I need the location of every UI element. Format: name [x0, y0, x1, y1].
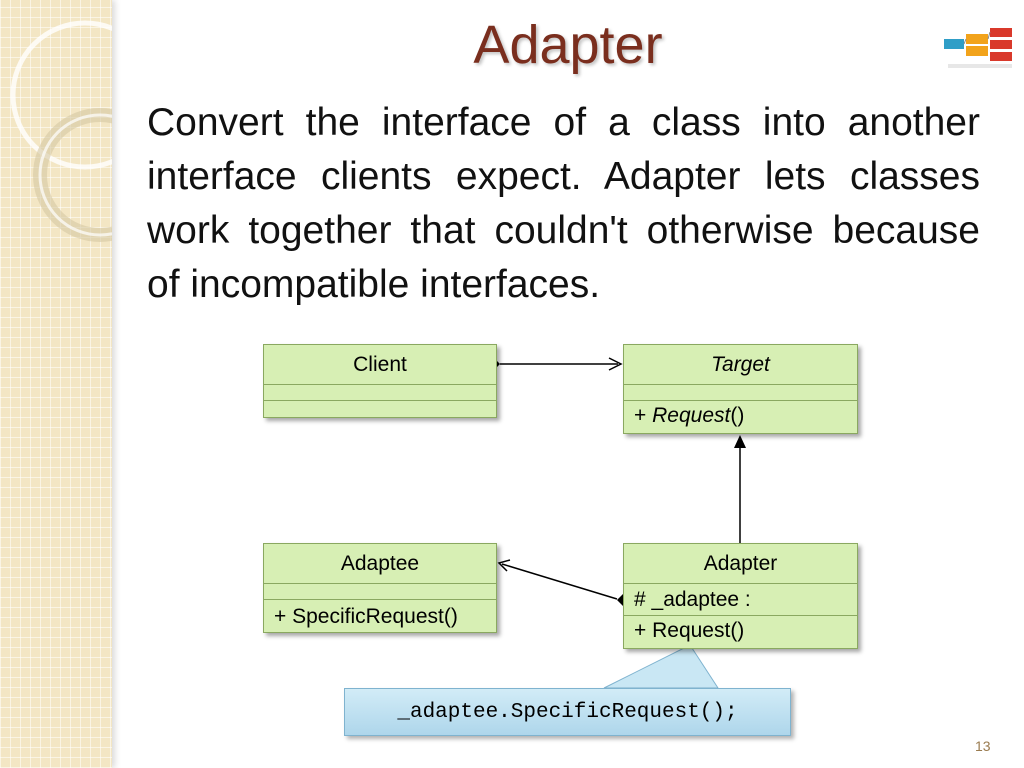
class-client-attributes — [264, 385, 496, 401]
adapter-adaptee-line — [501, 563, 618, 600]
target-method-prefix: + — [634, 404, 653, 427]
class-target-attributes — [624, 385, 857, 401]
decorative-circles — [10, 20, 112, 242]
class-target: Target + Request() — [623, 344, 858, 434]
class-adaptee-operations: + SpecificRequest() — [274, 605, 458, 628]
class-client-operations — [264, 401, 496, 415]
client-target-arrowhead — [608, 357, 623, 371]
class-adaptee-attributes — [264, 584, 496, 600]
target-method-name: Request — [652, 404, 731, 427]
class-client: Client — [263, 344, 497, 418]
decorative-sidebar — [0, 0, 112, 768]
implementation-note: _adaptee.SpecificRequest(); — [344, 688, 791, 736]
class-client-name: Client — [264, 345, 496, 385]
page-number: 13 — [975, 738, 991, 754]
class-target-name: Target — [624, 345, 857, 385]
class-adapter: Adapter # _adaptee : + Request() — [623, 543, 858, 649]
class-adapter-attributes: # _adaptee : — [624, 584, 857, 616]
note-pointer — [603, 644, 719, 689]
class-adapter-name: Adapter — [624, 544, 857, 584]
class-adapter-operations: + Request() — [634, 619, 745, 642]
body-description: Convert the interface of a class into an… — [147, 101, 980, 306]
class-adaptee: Adaptee + SpecificRequest() — [263, 543, 497, 633]
flow-logo-icon — [942, 20, 1016, 81]
class-adaptee-name: Adaptee — [264, 544, 496, 584]
slide-title: Adapter — [473, 15, 663, 75]
adapter-target-arrowhead — [734, 435, 746, 448]
target-method-suffix: () — [730, 404, 745, 427]
class-target-operations: + Request() — [624, 401, 857, 431]
adapter-adaptee-arrowhead — [497, 559, 511, 572]
